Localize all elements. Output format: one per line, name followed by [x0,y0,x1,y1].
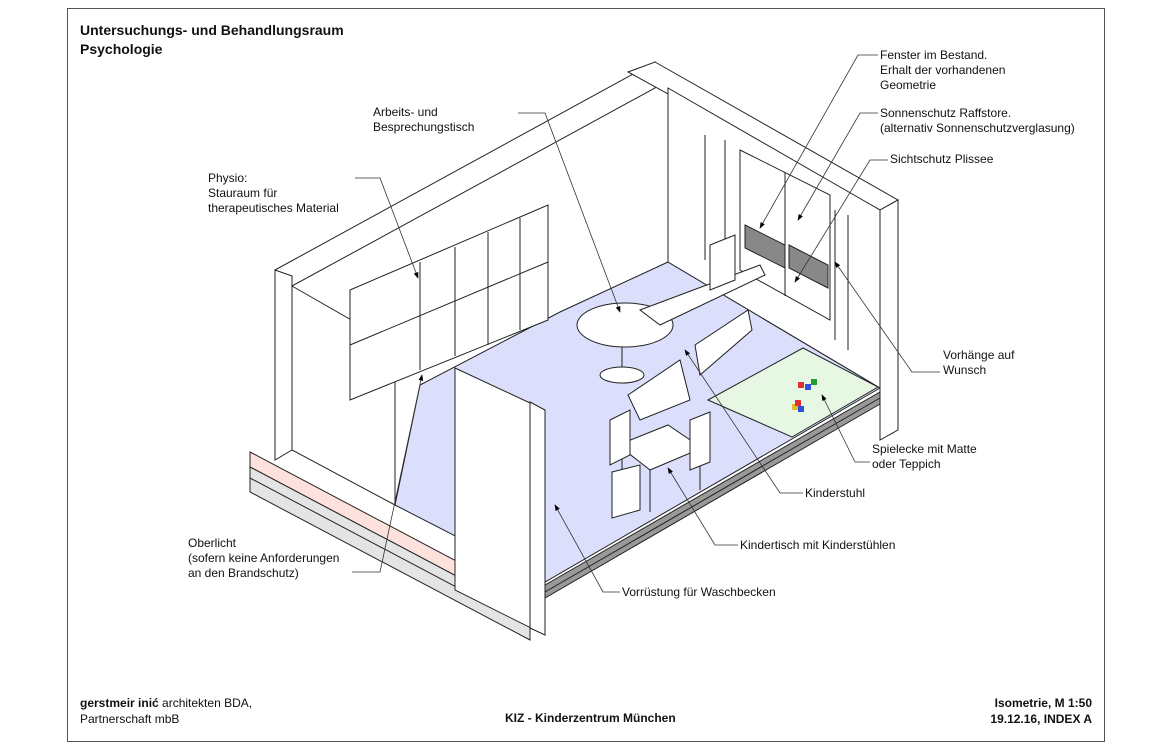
leader-lines [352,54,940,593]
window [704,135,849,350]
label-line: Sonnenschutz Raffstore. [880,106,1012,120]
label-line: therapeutisches Material [208,201,339,215]
label-privacy: Sichtschutz Plissee [890,152,993,167]
scale: Isometrie, M 1:50 [994,696,1092,710]
title-line-1: Untersuchungs- und Behandlungsraum [80,22,344,38]
project-name: KIZ - Kinderzentrum München [505,711,676,725]
title-line-2: Psychologie [80,41,163,57]
label-line: Besprechungstisch [373,120,475,134]
label-child-chair: Kinderstuhl [805,486,865,501]
label-line: (sofern keine Anforderungen [188,551,340,565]
date-index: 19.12.16, INDEX A [990,712,1092,726]
label-line: Vorhänge auf [943,348,1015,362]
label-line: Physio: [208,171,248,185]
label-line: an den Brandschutz) [188,566,299,580]
label-line: Geometrie [880,78,937,92]
drawing-title: Untersuchungs- und Behandlungsraum Psych… [80,21,344,59]
label-sink: Vorrüstung für Waschbecken [622,585,776,600]
toy-blocks [792,379,817,412]
label-line: Wunsch [943,363,987,377]
label-line: Fenster im Bestand. [880,48,988,62]
label-window: Fenster im Bestand.Erhalt der vorhandene… [880,48,1005,93]
label-line: Sichtschutz Plissee [890,152,994,166]
storage-cabinet [349,204,549,401]
label-line: Erhalt der vorhandenen [880,63,1006,77]
label-line: Vorrüstung für Waschbecken [622,585,776,599]
label-sunshade: Sonnenschutz Raffstore.(alternativ Sonne… [880,106,1075,136]
label-line: Spielecke mit Matte [872,442,977,456]
footer-scale-date: Isometrie, M 1:50 19.12.16, INDEX A [990,695,1092,727]
footer-office: gerstmeir inić architekten BDA, Partners… [80,695,252,727]
footer-project: KIZ - Kinderzentrum München [505,710,676,726]
label-line: Arbeits- und [373,105,438,119]
drawing-frame [67,8,1105,742]
label-line: oder Teppich [872,457,941,471]
label-line: Oberlicht [188,536,237,550]
furniture [576,234,766,519]
office-line-1: gerstmeir inić architekten BDA, [80,695,252,711]
label-line: (alternativ Sonnenschutzverglasung) [880,121,1075,135]
label-line: Kinderstuhl [805,486,866,500]
office-line-2: Partnerschaft mbB [80,712,180,726]
label-child-table: Kindertisch mit Kinderstühlen [740,538,895,553]
label-line: Stauraum für [208,186,278,200]
office-name: gerstmeir inić [80,696,159,710]
label-line: Kindertisch mit Kinderstühlen [740,538,896,552]
office-suffix: architekten BDA, [158,696,253,710]
